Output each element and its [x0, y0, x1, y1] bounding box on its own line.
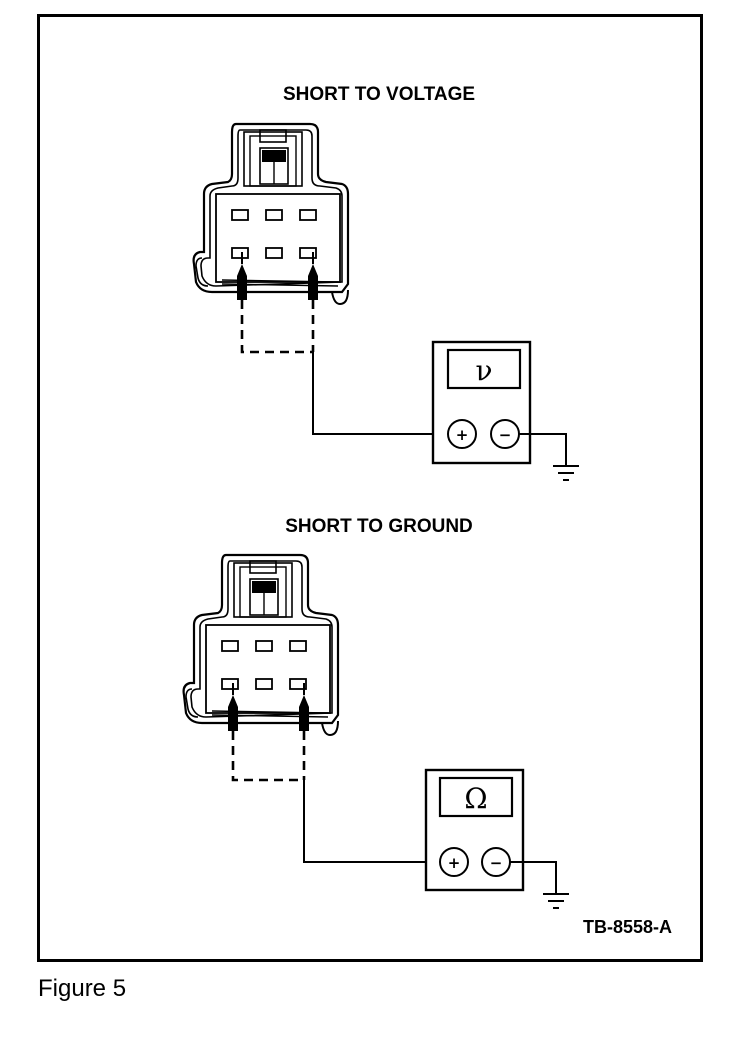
positive-sign: + [448, 854, 461, 872]
probe-right [298, 682, 310, 732]
figure-frame [37, 14, 703, 962]
positive-terminal [439, 847, 469, 877]
test-lead-negative [510, 861, 557, 893]
ground-symbol [552, 465, 580, 481]
probe-left [236, 251, 248, 301]
positive-sign: + [456, 426, 469, 444]
probe-left [227, 682, 239, 732]
negative-sign: − [499, 426, 512, 444]
negative-sign: − [490, 854, 503, 872]
voltage-symbol: ν [475, 354, 492, 387]
figure-reference-code: TB-8558-A [583, 917, 672, 937]
panel-short-to-voltage: SHORT TO VOLTAGE ν + − [192, 84, 580, 481]
ohmmeter: Ω + − [424, 768, 525, 892]
test-lead-positive [312, 352, 448, 435]
panel-title: SHORT TO VOLTAGE [283, 84, 475, 105]
panel-title: SHORT TO GROUND [285, 516, 473, 537]
dashed-jumper-wire [231, 731, 304, 782]
connector-diagram [192, 122, 350, 306]
test-lead-negative [519, 433, 567, 465]
test-lead-positive [303, 780, 440, 863]
positive-terminal [447, 419, 477, 449]
connector-diagram [182, 553, 340, 737]
voltmeter: ν + − [431, 340, 532, 465]
probe-right [307, 251, 319, 301]
meter-display [438, 776, 514, 818]
panel-short-to-ground: SHORT TO GROUND Ω + − [182, 516, 570, 909]
ground-symbol [542, 893, 570, 909]
meter-display [446, 348, 522, 390]
ohm-symbol: Ω [464, 782, 487, 815]
figure-caption: Figure 5 [38, 975, 127, 1002]
dashed-jumper-wire [240, 300, 313, 354]
